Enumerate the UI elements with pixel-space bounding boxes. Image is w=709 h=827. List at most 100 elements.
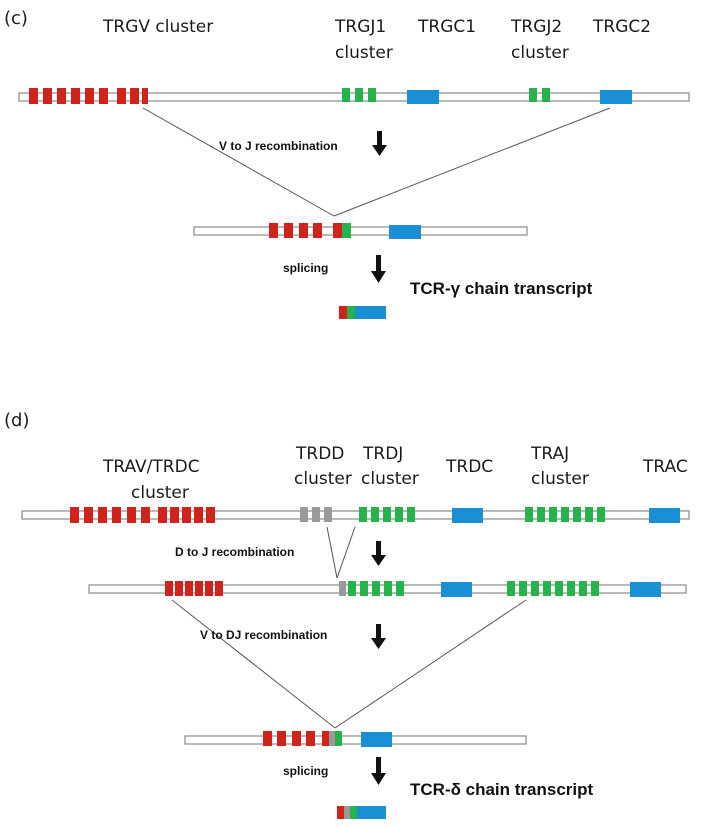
tcr-gamma-transcript	[339, 306, 386, 319]
trav-segment	[195, 581, 203, 596]
trav-segment	[277, 731, 286, 746]
traj-segment	[597, 507, 605, 522]
trg-rearranged-strand	[193, 226, 528, 236]
trav-segment	[165, 581, 173, 596]
transcript-j-part	[350, 806, 357, 819]
trav-segment	[70, 507, 79, 523]
traj-segment	[525, 507, 533, 522]
trdd-segment	[300, 507, 308, 522]
trdc-segment	[452, 508, 483, 523]
trav-segment	[182, 507, 191, 523]
trg-step-v-to-j: V to J recombination	[219, 139, 338, 153]
trdc-segment	[361, 732, 392, 747]
trav-cluster-label: cluster	[131, 483, 189, 503]
trg-rearranged-segments	[269, 223, 421, 239]
traj-segment	[555, 581, 563, 596]
trav-trdc-label: TRAV/TRDC	[102, 457, 200, 477]
trac-segment	[649, 508, 680, 523]
trgc2-label: TRGC2	[592, 17, 651, 37]
traj-segments	[525, 507, 605, 522]
trgv-segment	[130, 88, 139, 104]
traj-segment	[531, 581, 539, 596]
traj-cluster-label: cluster	[531, 469, 589, 489]
transcript-d-part	[344, 806, 350, 819]
trac-label: TRAC	[642, 457, 688, 477]
trdj-segment	[384, 581, 392, 596]
panel-c: (c) TRGV cluster TRGJ1 cluster TRGC1 TRG…	[4, 8, 690, 319]
trdc-label: TRDC	[445, 457, 493, 477]
trgc-segment	[389, 225, 421, 239]
trav-segment	[141, 507, 150, 523]
trdj-cluster-label: cluster	[361, 469, 419, 489]
trdj-segment	[407, 507, 415, 522]
trgv-segment	[99, 88, 108, 104]
trav-segment	[112, 507, 121, 523]
trdd-segment	[324, 507, 332, 522]
trav-segment	[127, 507, 136, 523]
trdj-segment	[372, 581, 380, 596]
down-arrow-icon	[371, 541, 386, 566]
transcript-j-part	[347, 306, 355, 319]
trgv-segment	[142, 88, 148, 104]
trav-segment	[170, 507, 179, 523]
trgc1-segment	[407, 90, 439, 104]
trav-segment	[205, 581, 213, 596]
trav-segment	[194, 507, 203, 523]
traj-segment	[573, 507, 581, 522]
trdd-joined-segment	[329, 731, 335, 746]
trdd-segments	[300, 507, 332, 522]
trgj1-label: TRGJ1	[334, 17, 386, 37]
trdj-segment	[371, 507, 379, 522]
trgv-cluster-label: TRGV cluster	[102, 17, 213, 37]
trd-step-d-to-j: D to J recombination	[175, 545, 294, 559]
trav-segments	[70, 507, 215, 523]
trav-segment	[306, 731, 315, 746]
trd-step-v-to-dj: V to DJ recombination	[200, 628, 327, 642]
trav-segment	[292, 731, 301, 746]
v-to-dj-joining-line-left	[171, 599, 336, 729]
trav-segment	[175, 581, 183, 596]
trgv-joined-segment	[333, 223, 342, 238]
traj-segment	[579, 581, 587, 596]
trgj2-cluster-label: cluster	[511, 43, 569, 63]
trdj-segment	[396, 581, 404, 596]
trav-segment	[98, 507, 107, 523]
trgj1-cluster-label: cluster	[335, 43, 393, 63]
traj-segment	[561, 507, 569, 522]
d-to-j-joining-line-right	[336, 526, 356, 579]
trd-vdj-segments	[263, 731, 392, 747]
trgj2-label: TRGJ2	[510, 17, 562, 37]
trgv-segment	[284, 223, 293, 238]
trav-segment	[158, 507, 167, 523]
trgv-segments	[29, 88, 148, 104]
trdj-label: TRDJ	[362, 444, 403, 464]
trgj2-segment	[529, 88, 537, 102]
trg-germline-strand	[18, 92, 690, 102]
transcript-c-part	[357, 806, 386, 819]
trgv-segment	[117, 88, 126, 104]
trac-segment	[630, 582, 661, 597]
panel-c-label: (c)	[4, 8, 28, 29]
trdd-cluster-label: cluster	[294, 469, 352, 489]
trgv-segment	[29, 88, 38, 104]
transcript-v-part	[337, 806, 344, 819]
down-arrow-icon	[371, 757, 386, 785]
trgv-segment	[299, 223, 308, 238]
v-to-j-joining-line-right	[333, 107, 611, 217]
panel-d-label: (d)	[4, 410, 29, 431]
traj-segment	[585, 507, 593, 522]
trgv-segment	[269, 223, 278, 238]
trd-germline-strand	[21, 510, 690, 520]
trd-vdj-strand	[184, 735, 527, 745]
trgj-joined-segment	[342, 223, 351, 238]
traj-segment	[507, 581, 515, 596]
trdc-segment	[441, 582, 472, 597]
trav-segment	[185, 581, 193, 596]
trav-segment	[263, 731, 272, 746]
trdj-segment	[383, 507, 391, 522]
trg-step-splicing: splicing	[283, 261, 328, 275]
tcr-gamma-transcript-label: TCR-γ chain transcript	[410, 279, 593, 298]
d-to-j-joining-line-left	[326, 526, 338, 579]
trdj-segment	[360, 581, 368, 596]
trd-dj-segments	[165, 581, 661, 597]
